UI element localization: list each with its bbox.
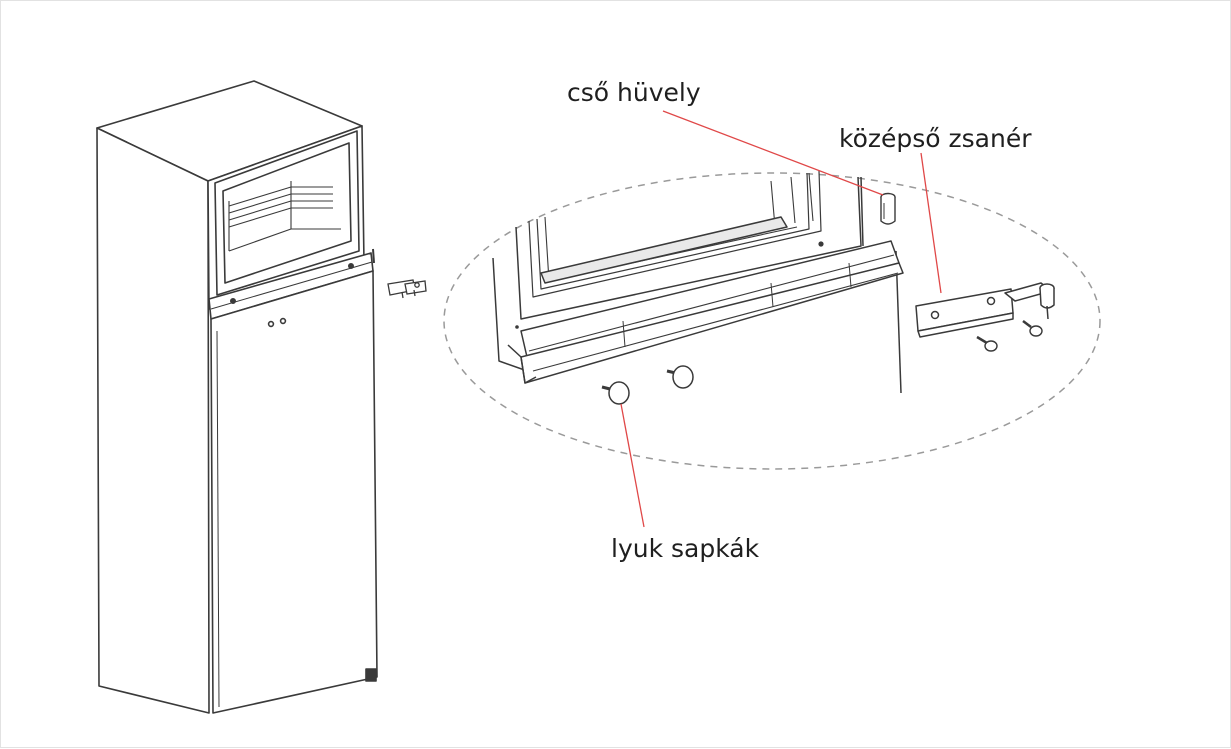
- hole-caps-label: lyuk sapkák: [611, 534, 760, 563]
- fridge-side-face: [96, 127, 210, 714]
- middle-hinge-label: középső zsanér: [839, 124, 1032, 153]
- leader-middle-hinge: [920, 152, 942, 294]
- detail-freezer-corner: [492, 170, 904, 394]
- hole-cap-icon: [601, 365, 694, 405]
- freezer-rack: [228, 181, 341, 252]
- leader-hole-caps: [620, 403, 645, 528]
- fridge-illustration: [96, 80, 378, 714]
- freezer-cavity-inner: [222, 142, 352, 284]
- detail-trim-bar: [520, 240, 900, 358]
- small-hinge-illustration: [387, 279, 427, 299]
- tube-sleeve-icon: [880, 192, 896, 225]
- fridge-foot: [365, 668, 377, 682]
- detail-zoom-ellipse: [443, 172, 1101, 470]
- screw-icon: [976, 320, 1043, 352]
- fridge-door: [210, 270, 378, 714]
- tube-sleeve-label: cső hüvely: [567, 78, 701, 107]
- leader-tube-sleeve: [662, 110, 884, 196]
- leader-lines: [620, 110, 942, 528]
- hinge-plate-illustration: [915, 282, 1055, 338]
